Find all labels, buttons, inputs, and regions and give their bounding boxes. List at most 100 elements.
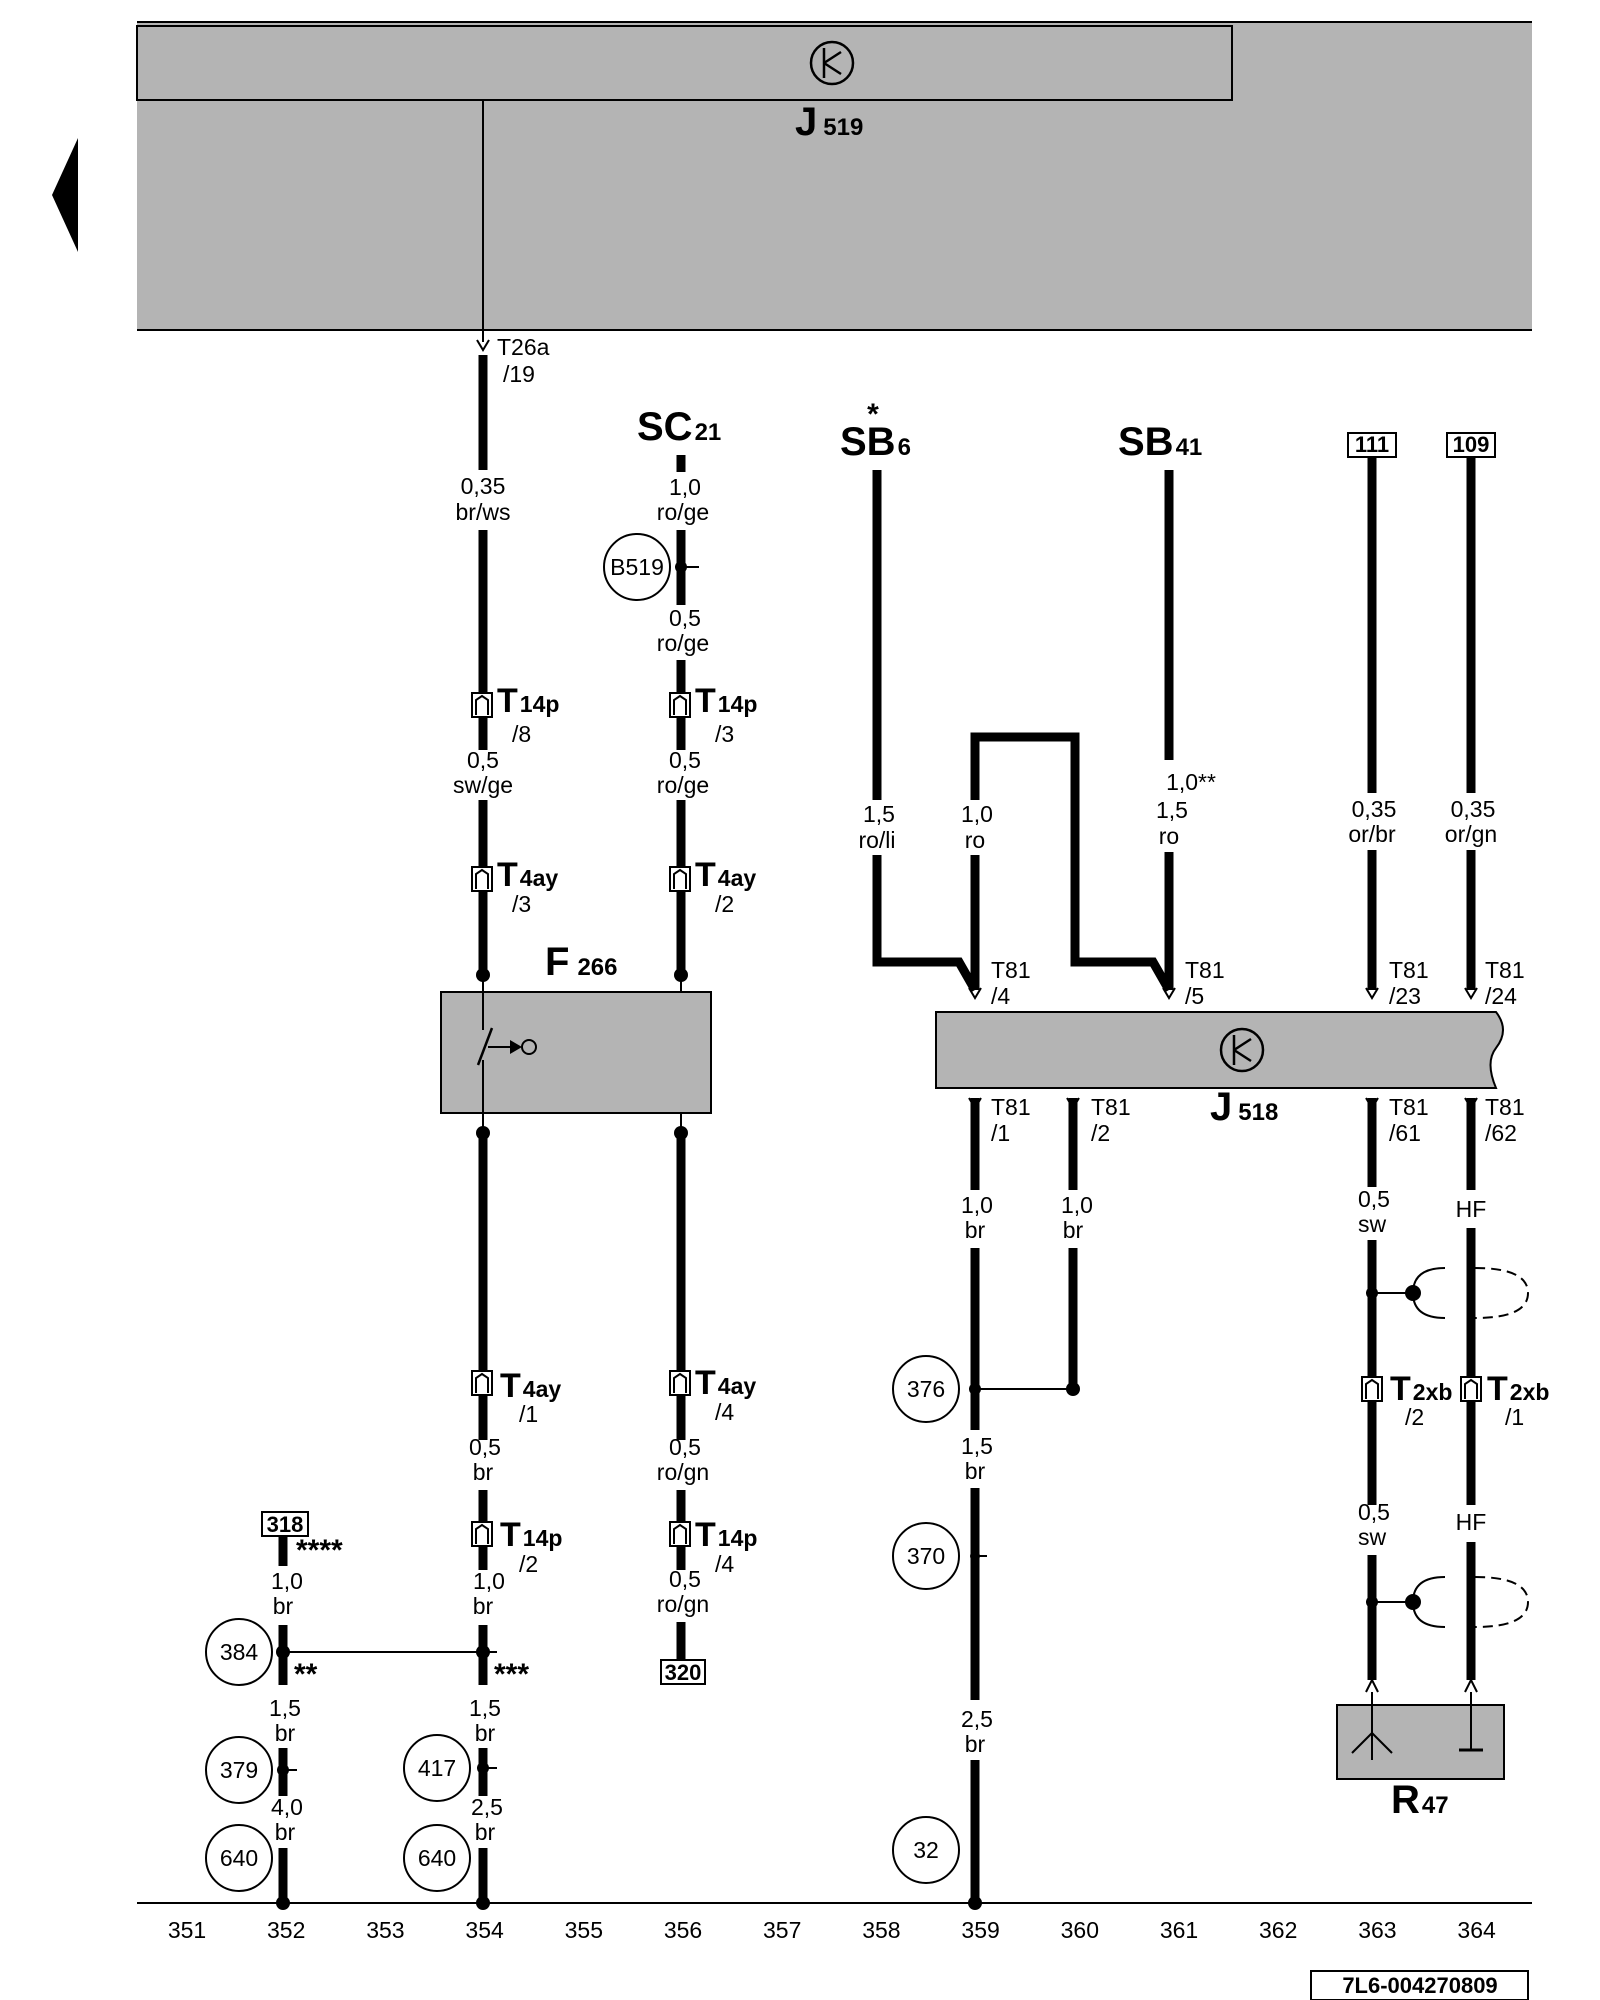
- control-unit-icon: [809, 40, 855, 86]
- ref-circle-379[interactable]: [205, 1736, 273, 1804]
- ref-circle-376[interactable]: [892, 1355, 960, 1423]
- svg-text:HF: HF: [1456, 1196, 1487, 1222]
- sb41-label: SB41: [1118, 420, 1202, 464]
- connector-t14p-2: T14p /2: [471, 1516, 562, 1577]
- svg-text:/3: /3: [512, 891, 531, 917]
- svg-text:111: 111: [1355, 432, 1389, 457]
- svg-text:/19: /19: [503, 361, 535, 387]
- column-number: 359: [961, 1917, 999, 1943]
- svg-text:1,0: 1,0: [961, 801, 993, 827]
- ref-circle-640-a[interactable]: [205, 1824, 273, 1892]
- svg-text:br: br: [473, 1459, 494, 1485]
- svg-text:T81: T81: [991, 957, 1031, 983]
- svg-text:/2: /2: [1091, 1120, 1110, 1146]
- svg-text:0,5: 0,5: [669, 1434, 701, 1460]
- svg-text:T81: T81: [1485, 957, 1525, 983]
- svg-text:1,0**: 1,0**: [1166, 769, 1216, 795]
- svg-text:ro: ro: [965, 827, 985, 853]
- svg-text:/1: /1: [519, 1401, 538, 1427]
- svg-text:or/br: or/br: [1348, 821, 1396, 847]
- svg-text:370: 370: [907, 1543, 945, 1569]
- svg-text:2,5: 2,5: [471, 1794, 503, 1820]
- svg-text:br: br: [275, 1720, 296, 1746]
- ref-circle-b519[interactable]: [603, 533, 671, 601]
- connector-t4ay-4: T4ay /4: [669, 1364, 756, 1425]
- ref-box-318[interactable]: [261, 1511, 309, 1537]
- svg-text:*: *: [867, 398, 879, 431]
- svg-text:/2: /2: [519, 1551, 538, 1577]
- svg-text:sw: sw: [1358, 1524, 1387, 1550]
- svg-text:T14p: T14p: [500, 1516, 562, 1554]
- svg-text:1,5: 1,5: [469, 1695, 501, 1721]
- ref-box-320[interactable]: [660, 1659, 706, 1685]
- svg-text:318: 318: [267, 1512, 304, 1537]
- svg-text:***: ***: [494, 1658, 529, 1691]
- svg-text:/2: /2: [715, 891, 734, 917]
- column-number: 364: [1457, 1917, 1496, 1943]
- svg-text:/4: /4: [715, 1551, 734, 1577]
- w1-size: 0,35: [461, 473, 506, 499]
- svg-text:ro/ge: ro/ge: [657, 630, 709, 656]
- svg-text:/8: /8: [512, 721, 531, 747]
- ref-circle-32[interactable]: [892, 1816, 960, 1884]
- svg-text:**: **: [294, 1658, 318, 1691]
- antenna-icon: [1351, 1692, 1393, 1760]
- svg-text:0,5: 0,5: [467, 747, 499, 773]
- connector-t14p-4: T14p /4: [669, 1516, 757, 1577]
- column-number: 362: [1259, 1917, 1297, 1943]
- column-number: 354: [465, 1917, 504, 1943]
- svg-text:/61: /61: [1389, 1120, 1421, 1146]
- svg-text:0,5: 0,5: [669, 1566, 701, 1592]
- svg-text:br: br: [473, 1593, 494, 1619]
- svg-text:br: br: [275, 1819, 296, 1845]
- f266-box: [440, 991, 712, 1114]
- svg-text:ro/ge: ro/ge: [657, 499, 709, 525]
- sc21-label: SC21: [637, 405, 721, 449]
- svg-text:0,35: 0,35: [1352, 796, 1397, 822]
- svg-text:T2xb: T2xb: [1390, 1370, 1452, 1408]
- svg-text:/62: /62: [1485, 1120, 1517, 1146]
- svg-text:0,5: 0,5: [669, 605, 701, 631]
- svg-text:B519: B519: [610, 554, 664, 580]
- drawing-code-box: [1310, 1970, 1529, 2000]
- svg-text:1,0: 1,0: [669, 474, 701, 500]
- svg-text:T14p: T14p: [695, 1516, 757, 1554]
- svg-text:384: 384: [220, 1639, 259, 1665]
- connector-t2xb-1: T2xb /1: [1460, 1370, 1549, 1430]
- ref-circle-640-b[interactable]: [403, 1824, 471, 1892]
- svg-text:320: 320: [665, 1660, 702, 1685]
- column-number: 357: [763, 1917, 801, 1943]
- svg-text:****: ****: [296, 1534, 343, 1567]
- svg-text:379: 379: [220, 1757, 258, 1783]
- connector-t14p-3: T14p /3: [669, 682, 757, 747]
- svg-text:1,5: 1,5: [269, 1695, 301, 1721]
- svg-text:/4: /4: [991, 983, 1010, 1009]
- svg-text:br: br: [273, 1593, 294, 1619]
- svg-text:br: br: [475, 1819, 496, 1845]
- svg-text:4,0: 4,0: [271, 1794, 303, 1820]
- ref-circle-417[interactable]: [403, 1734, 471, 1802]
- column-number: 351: [168, 1917, 206, 1943]
- svg-text:0,5: 0,5: [1358, 1186, 1390, 1212]
- svg-text:640: 640: [418, 1845, 456, 1871]
- svg-text:br: br: [1063, 1217, 1084, 1243]
- svg-text:1,5: 1,5: [863, 801, 895, 827]
- svg-text:T81: T81: [1091, 1094, 1131, 1120]
- connector-t14p-8: T14p /8: [471, 682, 559, 747]
- svg-text:0,35: 0,35: [1451, 796, 1496, 822]
- svg-text:ro/ge: ro/ge: [657, 772, 709, 798]
- svg-text:/3: /3: [715, 721, 734, 747]
- svg-text:T81: T81: [991, 1094, 1031, 1120]
- svg-text:376: 376: [907, 1376, 945, 1402]
- svg-text:br: br: [965, 1458, 986, 1484]
- svg-text:ro/gn: ro/gn: [657, 1459, 709, 1485]
- svg-text:/1: /1: [991, 1120, 1010, 1146]
- triangle-left-icon[interactable]: [52, 138, 78, 252]
- ref-circle-370[interactable]: [892, 1522, 960, 1590]
- ref-circle-384[interactable]: [205, 1618, 273, 1686]
- r47-box: [1336, 1704, 1505, 1780]
- svg-text:T4ay: T4ay: [695, 856, 756, 894]
- svg-text:1,5: 1,5: [1156, 797, 1188, 823]
